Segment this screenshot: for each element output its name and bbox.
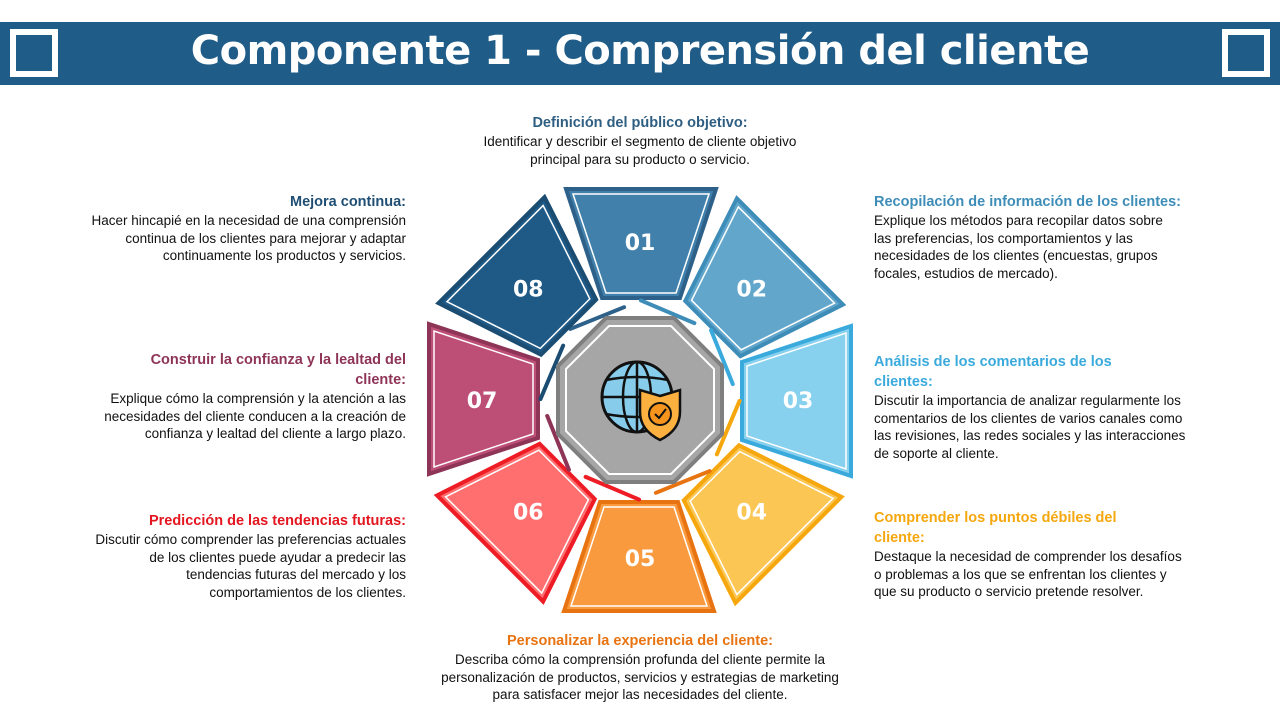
- square-decoration-right: [1222, 29, 1270, 77]
- square-decoration-left: [10, 29, 58, 77]
- item-6-heading: Predicción de las tendencias futuras:: [148, 513, 406, 529]
- page-title: Componente 1 - Comprensión del cliente: [190, 28, 1090, 74]
- segment-shape: [435, 193, 599, 358]
- segment-06: [433, 441, 642, 605]
- item-7-body: Explique cómo la comprensión y la atenci…: [104, 391, 406, 441]
- item-6-body: Discutir cómo comprender las preferencia…: [95, 532, 406, 600]
- segment-number: 01: [625, 231, 656, 256]
- item-3: Análisis de los comentarios de los clien…: [874, 352, 1194, 462]
- item-4-heading: Comprender los puntos débiles del client…: [874, 510, 1117, 546]
- item-1-heading: Definición del público objetivo:: [532, 115, 748, 131]
- item-1-body: Identificar y describir el segmento de c…: [483, 134, 797, 167]
- segment-number: 06: [513, 501, 544, 526]
- item-3-body: Discutir la importancia de analizar regu…: [874, 393, 1186, 461]
- item-8: Mejora continua: Hacer hincapié en la ne…: [86, 192, 406, 265]
- item-4-body: Destaque la necesidad de comprender los …: [874, 549, 1182, 599]
- segment-shape: [682, 195, 847, 359]
- segment-07: [427, 321, 571, 477]
- item-3-heading: Análisis de los comentarios de los clien…: [874, 354, 1112, 390]
- segment-number: 08: [513, 277, 544, 302]
- segment-02: [638, 195, 847, 359]
- segment-number: 02: [736, 277, 767, 302]
- item-4: Comprender los puntos débiles del client…: [874, 508, 1194, 601]
- segment-03: [709, 323, 853, 479]
- item-6: Predicción de las tendencias futuras: Di…: [86, 511, 406, 601]
- segment-shape: [427, 321, 540, 477]
- segment-shape: [563, 187, 719, 300]
- item-7: Construir la confianza y la lealtad del …: [96, 350, 406, 443]
- segment-shape: [740, 323, 853, 479]
- segment-04: [681, 398, 845, 607]
- segment-05: [561, 469, 717, 613]
- title-bar: Componente 1 - Comprensión del cliente: [0, 22, 1280, 85]
- globe-shield-icon: [600, 360, 682, 442]
- segment-number: 03: [783, 389, 814, 414]
- item-8-body: Hacer hincapié en la necesidad de una co…: [91, 213, 406, 263]
- item-5-heading: Personalizar la experiencia del cliente:: [507, 633, 773, 649]
- item-1: Definición del público objetivo: Identif…: [440, 113, 840, 168]
- segment-shape: [681, 442, 845, 607]
- segment-01: [563, 187, 719, 331]
- item-5: Personalizar la experiencia del cliente:…: [430, 631, 850, 704]
- segment-shape: [433, 441, 598, 605]
- segment-number: 04: [736, 501, 767, 526]
- segment-shape: [561, 500, 717, 613]
- segment-number: 05: [625, 547, 656, 572]
- item-7-heading: Construir la confianza y la lealtad del …: [150, 352, 406, 388]
- item-2-heading: Recopilación de información de los clien…: [874, 194, 1181, 210]
- item-8-heading: Mejora continua:: [289, 194, 406, 210]
- segment-number: 07: [467, 389, 498, 414]
- item-2-body: Explique los métodos para recopilar dato…: [874, 213, 1163, 281]
- segment-08: [435, 193, 599, 402]
- item-5-body: Describa cómo la comprensión profunda de…: [441, 652, 839, 702]
- item-2: Recopilación de información de los clien…: [874, 192, 1194, 282]
